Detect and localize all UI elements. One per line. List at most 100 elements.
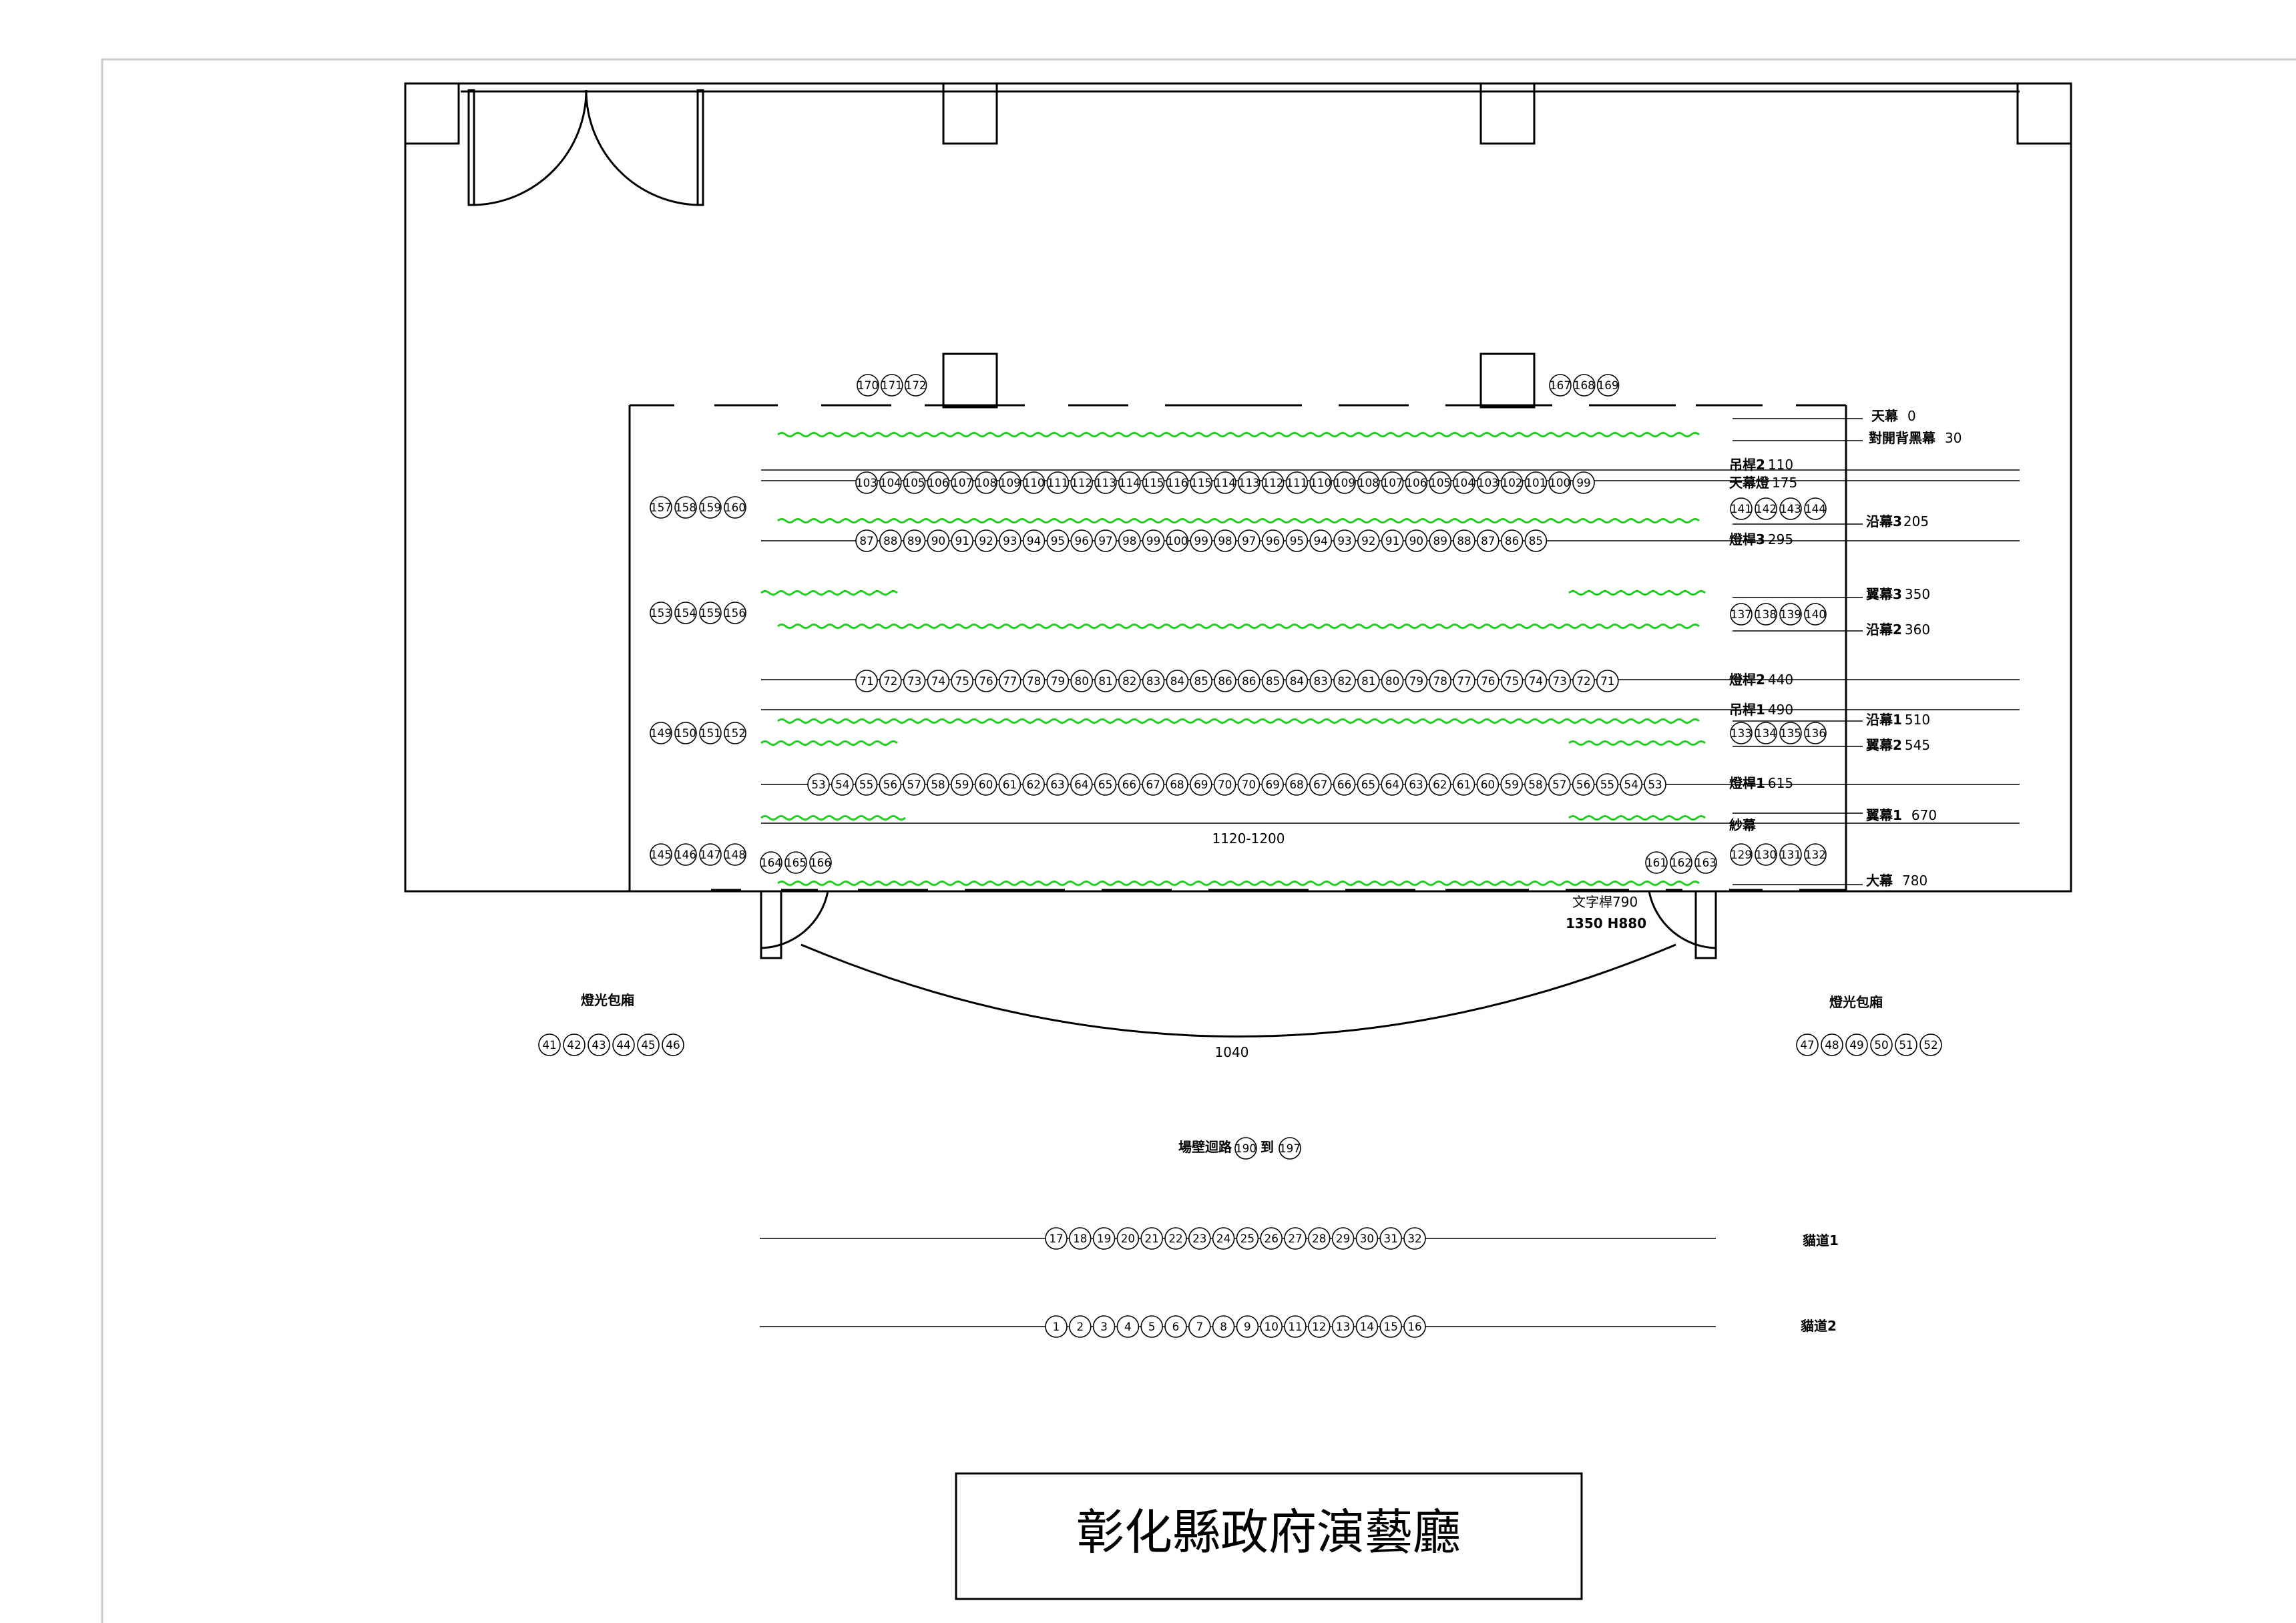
circuit-number: 113 (1238, 476, 1260, 489)
circuit-91: 91 (951, 529, 973, 552)
circuit-number: 91 (1385, 534, 1399, 547)
circuit-circle (1285, 773, 1308, 796)
circuit-number: 170 (857, 379, 879, 392)
circuit-number: 28 (1312, 1232, 1326, 1245)
door-swing (585, 89, 698, 206)
circuit-15: 15 (1379, 1315, 1402, 1338)
circuit-number: 78 (1027, 674, 1041, 688)
circuit-109: 109 (999, 471, 1021, 494)
circuit-8: 8 (1212, 1315, 1235, 1338)
circuit-circle (1429, 670, 1451, 692)
circuit-99: 99 (1572, 471, 1595, 494)
circuit-number: 50 (1874, 1038, 1888, 1052)
circuit-number: 55 (859, 778, 873, 791)
circuit-circle (662, 1033, 684, 1056)
circuit-circle (1046, 670, 1070, 692)
circuit-circle (1069, 1227, 1092, 1250)
circuit-circle (1730, 497, 1753, 520)
circuit-63: 63 (1405, 773, 1427, 796)
circuit-60: 60 (974, 773, 997, 796)
side-door (760, 890, 782, 959)
circuit-number: 161 (1646, 856, 1667, 869)
circuit-circle (879, 471, 902, 494)
circuit-number: 113 (1095, 476, 1116, 489)
circuit-circle (1573, 374, 1596, 397)
circuit-67: 67 (1142, 773, 1164, 796)
circuit-49: 49 (1845, 1033, 1868, 1056)
circuit-circle (999, 670, 1021, 692)
circuit-number: 11 (1288, 1320, 1302, 1333)
curtain-line (777, 718, 1700, 724)
circuit-number: 77 (1003, 674, 1017, 688)
circuit-130: 130 (1755, 843, 1777, 866)
circuit-number: 13 (1336, 1320, 1350, 1333)
circuit-circle (903, 670, 926, 692)
circuit-circle (1694, 851, 1717, 874)
curtain-line (777, 624, 1700, 629)
circuit-circle (1236, 1227, 1259, 1250)
circuit-29: 29 (1331, 1227, 1355, 1250)
circuit-190: 190 (1234, 1137, 1257, 1160)
circuit-circle (1548, 471, 1571, 494)
circuit-circle (637, 1033, 660, 1056)
circuit-circle (1284, 1227, 1307, 1250)
circuit-84: 84 (1285, 670, 1309, 692)
circuit-number: 112 (1071, 476, 1092, 489)
circuit-circle (857, 374, 879, 397)
circuit-68: 68 (1166, 773, 1188, 796)
door-swing (1648, 891, 1716, 949)
circuit-114: 114 (1214, 471, 1236, 494)
circuit-circle (951, 670, 973, 692)
column (2016, 82, 2072, 145)
circuit-12: 12 (1308, 1315, 1331, 1338)
circuit-number: 71 (859, 674, 873, 688)
circuit-number: 156 (724, 606, 746, 620)
circuit-circle (1260, 1227, 1283, 1250)
circuit-number: 115 (1190, 476, 1212, 489)
circuit-48: 48 (1821, 1033, 1843, 1056)
outer-wall (404, 82, 2072, 893)
circuit-number: 141 (1731, 502, 1752, 515)
circuit-circle (1333, 773, 1356, 796)
circuit-42: 42 (563, 1033, 586, 1056)
circuit-circle (1357, 471, 1380, 494)
circuit-number: 137 (1731, 608, 1752, 621)
circuit-number: 145 (650, 848, 672, 861)
circuit-54: 54 (831, 773, 854, 796)
circuit-number: 143 (1780, 502, 1801, 515)
circuit-number: 54 (1624, 778, 1638, 791)
circuit-23: 23 (1188, 1227, 1211, 1250)
circuit-number: 46 (666, 1038, 680, 1052)
circuit-circle (1500, 670, 1524, 692)
circuit-circle (1116, 1227, 1140, 1250)
circuit-circle (1237, 773, 1260, 796)
circuit-circle (951, 529, 973, 552)
circuit-number: 54 (835, 778, 849, 791)
circuit-86: 86 (1238, 670, 1260, 692)
circuit-152: 152 (724, 722, 746, 744)
circuit-5: 5 (1140, 1315, 1163, 1338)
circuit-circle (1403, 1227, 1426, 1250)
circuit-number: 107 (951, 476, 973, 489)
circuit-number: 26 (1265, 1232, 1279, 1245)
circuit-number: 167 (1550, 379, 1571, 392)
circuit-number: 163 (1695, 856, 1716, 869)
circuit-115: 115 (1190, 471, 1212, 494)
circuit-6: 6 (1164, 1315, 1187, 1338)
circuit-number: 66 (1122, 778, 1136, 791)
circuit-81: 81 (1094, 670, 1117, 692)
circuit-141: 141 (1730, 497, 1753, 520)
circuit-50: 50 (1870, 1033, 1893, 1056)
circuit-82: 82 (1333, 670, 1356, 692)
circuit-circle (975, 529, 997, 552)
circuit-circle (1845, 1033, 1868, 1056)
circuit-number: 12 (1312, 1320, 1326, 1333)
circuit-circle (1357, 670, 1380, 692)
circuit-number: 147 (700, 848, 721, 861)
circuit-circle (1045, 1315, 1068, 1338)
circuit-77: 77 (1453, 670, 1475, 692)
